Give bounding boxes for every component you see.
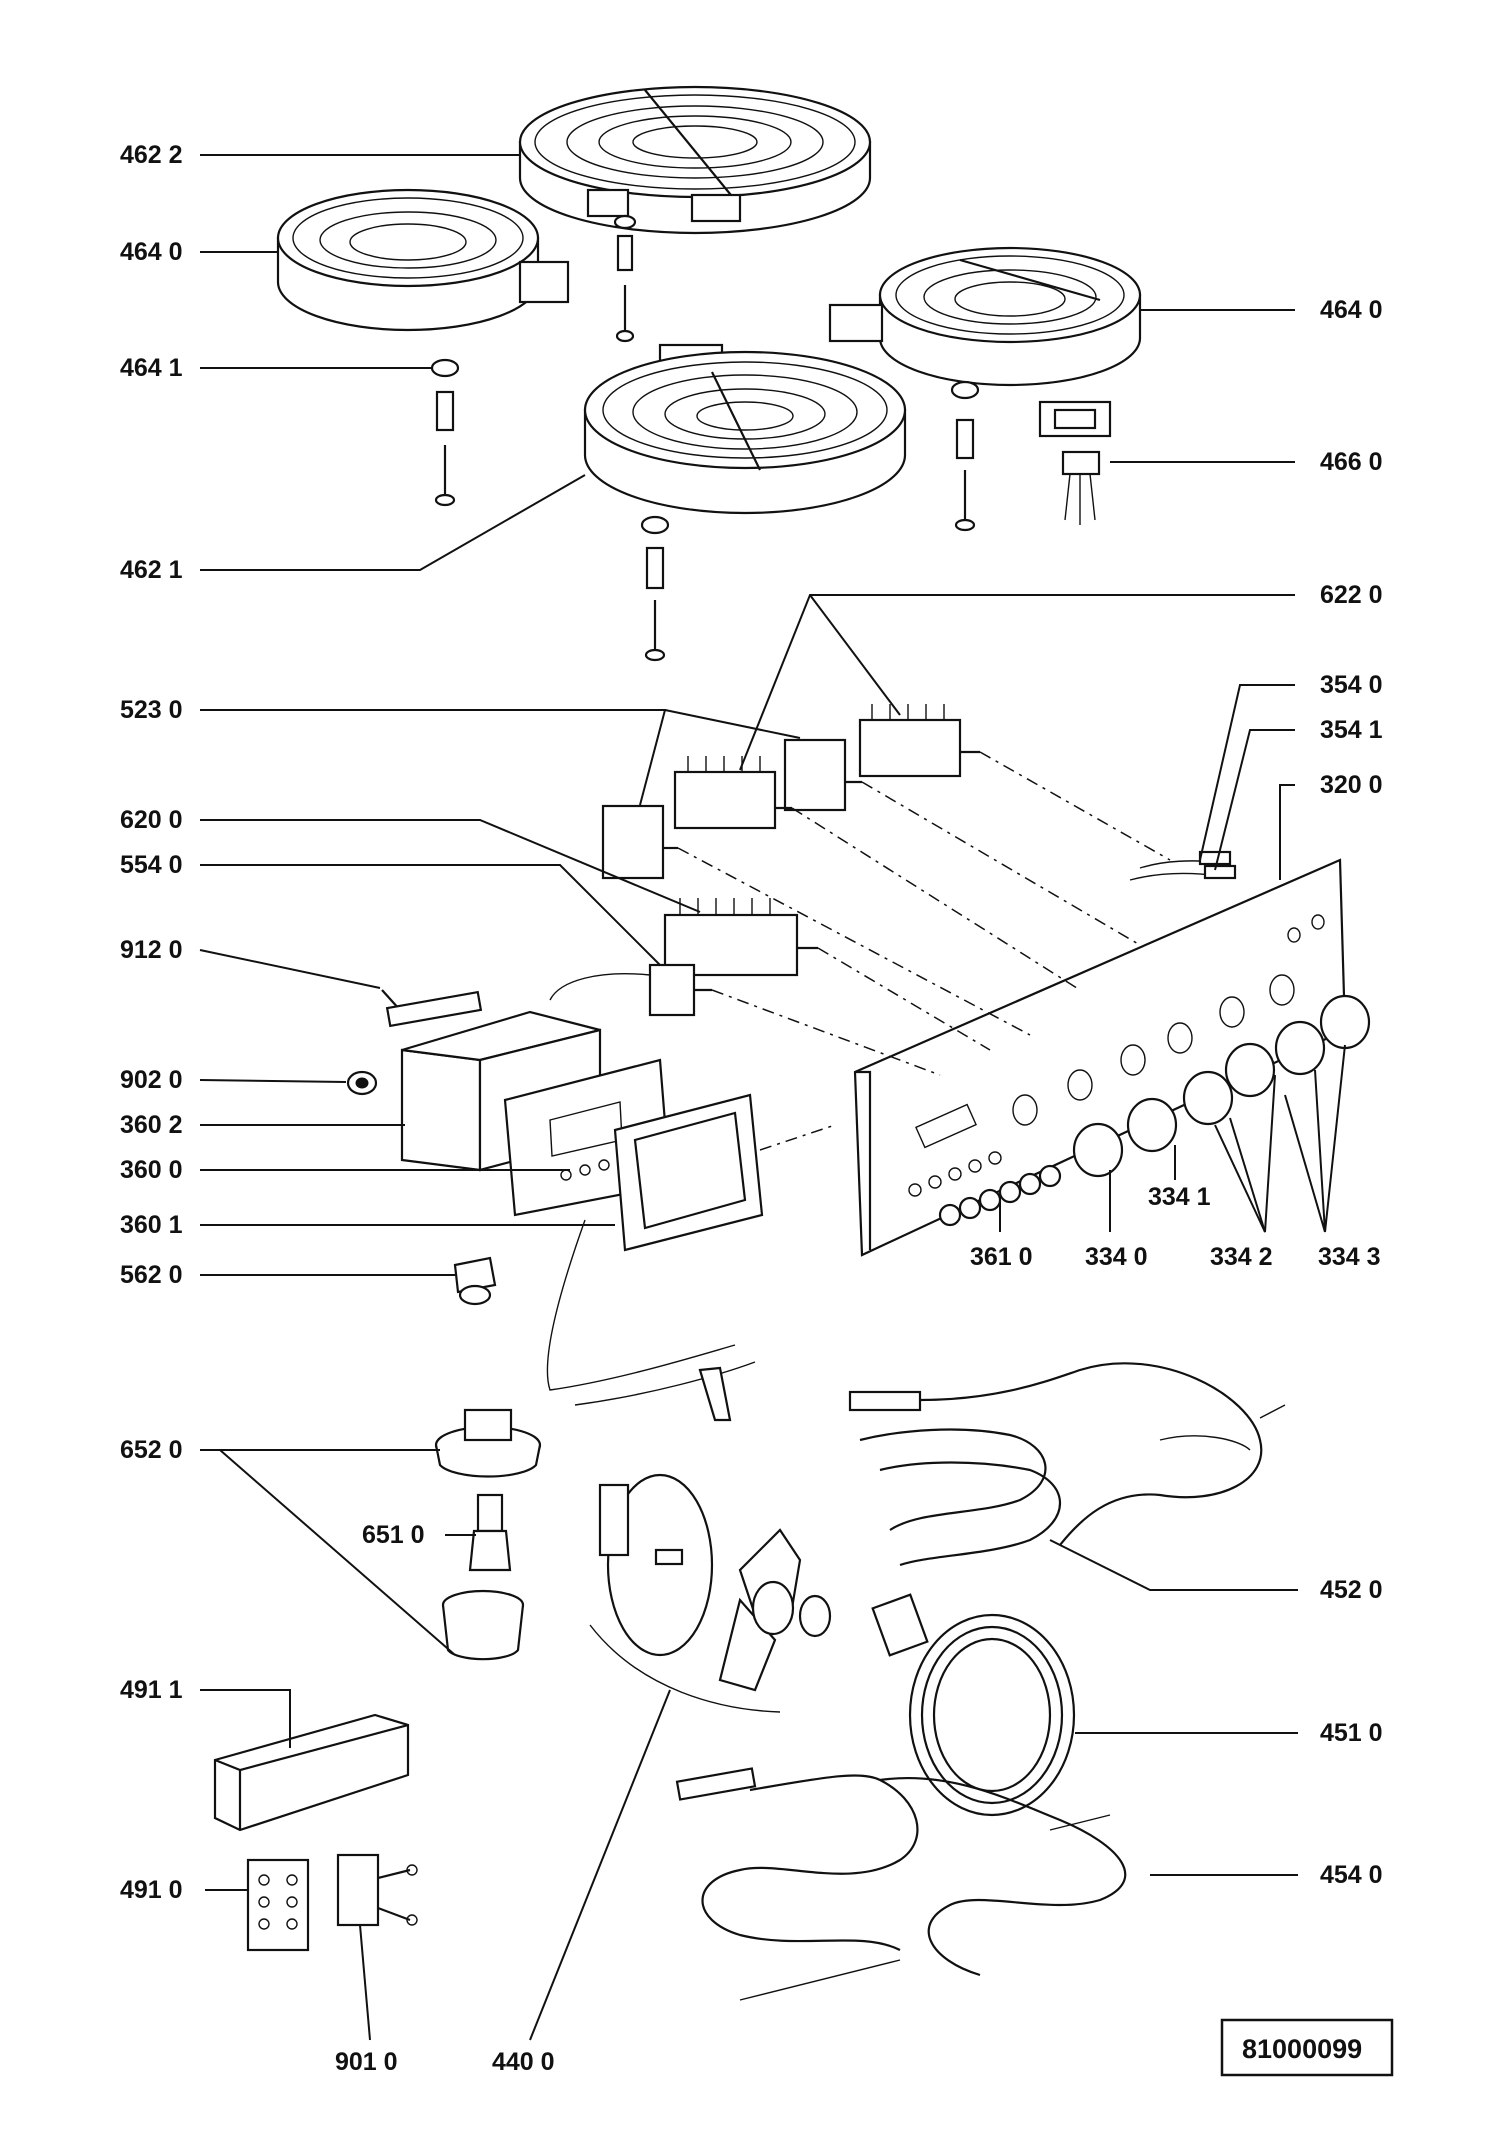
assembly-dashed-lines	[677, 751, 1171, 1151]
switch-622-right	[858, 704, 980, 778]
hotplate-right	[828, 246, 1142, 387]
hotplate-left	[276, 188, 570, 332]
hotplate-center	[583, 343, 907, 515]
lamp-holder-652	[434, 1408, 542, 1478]
bracket-491-1	[213, 1713, 410, 1832]
callout-491-1: 491 1	[120, 1676, 183, 1704]
circular-element-451	[871, 1593, 1076, 1817]
grommet-902	[346, 1070, 378, 1096]
probe-354	[1129, 850, 1237, 881]
callout-464-1: 464 1	[120, 354, 183, 382]
callout-554-0: 554 0	[120, 851, 183, 879]
callout-320-0: 320 0	[1320, 771, 1383, 799]
sensor-cable	[546, 1219, 756, 1422]
callout-334-1: 334 1	[1148, 1183, 1211, 1211]
callout-462-1: 462 1	[120, 556, 183, 584]
clip-562	[453, 1256, 497, 1306]
callout-452-0: 452 0	[1320, 1576, 1383, 1604]
callout-491-0: 491 0	[120, 1876, 183, 1904]
callout-360-0: 360 0	[120, 1156, 183, 1184]
callout-912-0: 912 0	[120, 936, 183, 964]
knobs-334	[1072, 994, 1371, 1178]
switch-620	[663, 898, 818, 977]
callout-652-0: 652 0	[120, 1436, 183, 1464]
callout-464-0-right: 464 0	[1320, 296, 1383, 324]
hotplate-large-top	[518, 85, 872, 235]
grill-element-452	[848, 1362, 1286, 1567]
screw-912	[381, 989, 483, 1028]
screw-stack-left	[430, 358, 460, 507]
thermostat-554	[549, 963, 712, 1017]
callout-462-2: 462 2	[120, 141, 183, 169]
screw-stack-right	[950, 380, 980, 532]
callout-labels: 462 2 464 0 464 0 464 1 466 0 462 1 622 …	[120, 141, 1383, 2076]
terminal-block-466	[1038, 400, 1112, 525]
timer-housing-360	[400, 1010, 672, 1217]
callout-454-0: 454 0	[1320, 1861, 1383, 1889]
callout-464-0-left: 464 0	[120, 238, 183, 266]
push-buttons-361	[938, 1164, 1062, 1227]
callout-354-0: 354 0	[1320, 671, 1383, 699]
callout-901-0: 901 0	[335, 2048, 398, 2076]
switch-523-right	[783, 738, 862, 812]
screw-stack-a	[613, 214, 637, 343]
callout-651-0: 651 0	[362, 1521, 425, 1549]
callout-466-0: 466 0	[1320, 448, 1383, 476]
switch-622-left	[673, 756, 792, 830]
document-number-box: 81000099	[1220, 2018, 1394, 2077]
terminal-block-491	[246, 1858, 310, 1952]
bottom-element-454	[675, 1767, 1127, 2001]
callout-622-0: 622 0	[1320, 581, 1383, 609]
callout-334-2: 334 2	[1210, 1243, 1273, 1271]
callout-334-3: 334 3	[1318, 1243, 1381, 1271]
callout-620-0: 620 0	[120, 806, 183, 834]
lamp-bulb-651	[468, 1493, 512, 1572]
clamp-901	[336, 1853, 418, 1927]
callout-361-0: 361 0	[970, 1243, 1033, 1271]
callout-440-0: 440 0	[492, 2048, 555, 2076]
document-number: 81000099	[1242, 2034, 1362, 2064]
callout-451-0: 451 0	[1320, 1719, 1383, 1747]
callout-360-2: 360 2	[120, 1111, 183, 1139]
callout-334-0: 334 0	[1085, 1243, 1148, 1271]
callout-902-0: 902 0	[120, 1066, 183, 1094]
switch-523-left	[601, 804, 678, 880]
fan-assembly-440	[589, 1473, 832, 1713]
screw-stack-center	[640, 515, 670, 662]
display-frame-361	[613, 1093, 764, 1252]
callout-523-0: 523 0	[120, 696, 183, 724]
callout-562-0: 562 0	[120, 1261, 183, 1289]
callout-354-1: 354 1	[1320, 716, 1383, 744]
leader-lines	[199, 154, 1346, 2041]
lamp-cover-652	[441, 1589, 525, 1661]
callout-360-1: 360 1	[120, 1211, 183, 1239]
